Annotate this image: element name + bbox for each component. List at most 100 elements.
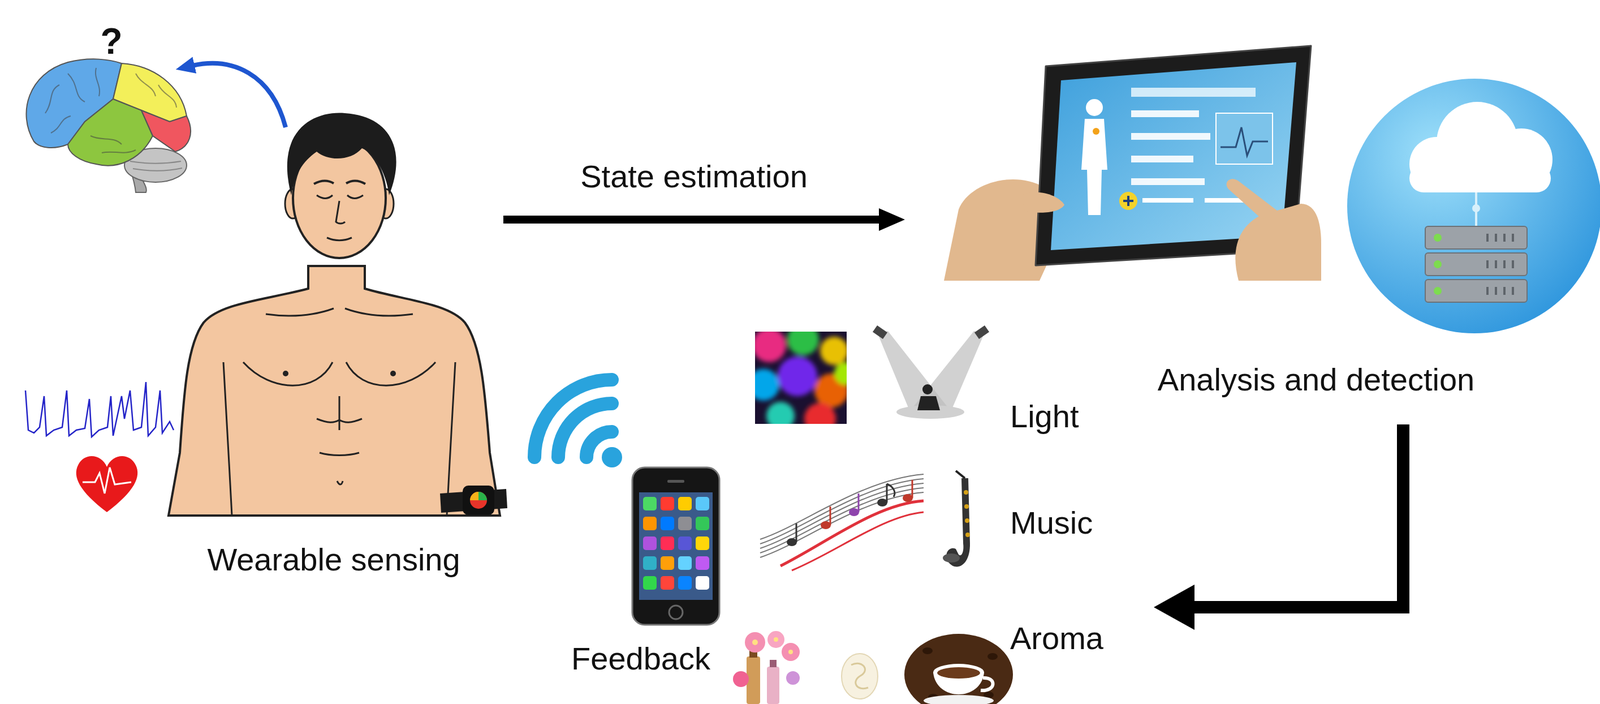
app-icon [678, 536, 692, 550]
light-picture [787, 331, 819, 356]
aroma-flowers-picture [767, 630, 785, 648]
question-mark: ? [100, 20, 123, 63]
tablet-illustration [1081, 118, 1108, 215]
spotlight-picture [867, 326, 995, 424]
aroma-flowers-picture [773, 636, 779, 642]
tablet-illustration [943, 45, 1322, 281]
tablet-illustration [1215, 113, 1273, 165]
music-notes-picture [760, 473, 924, 571]
music-notes-picture [760, 478, 924, 544]
cloud-server-icon [1347, 78, 1600, 334]
aroma-coffee-picture [987, 652, 998, 660]
wifi-icon [534, 379, 612, 457]
light-picture [755, 368, 780, 401]
ecg-trace [25, 381, 174, 437]
app-icon [695, 575, 710, 590]
saxophone-picture [964, 518, 970, 523]
illustration-region: Analysis and detection [904, 16, 1598, 425]
text-anchor: Feedback [571, 640, 711, 677]
spotlight-picture [974, 325, 990, 339]
tablet-illustration [1123, 195, 1134, 206]
spotlight-picture [917, 395, 940, 411]
app-icon [678, 496, 692, 511]
aroma-coffee-picture [980, 677, 994, 690]
aroma-coffee-picture [904, 633, 1013, 704]
music-notes-picture [820, 520, 831, 529]
light-picture [804, 402, 836, 424]
app-icon [695, 536, 710, 550]
smartwatch [440, 485, 508, 515]
aroma-flowers-picture [769, 659, 777, 667]
cloud-server-icon [1433, 286, 1442, 295]
brain-illustration [45, 67, 177, 153]
person-figure [326, 237, 352, 241]
person-figure [287, 113, 397, 196]
aroma-cream-picture [851, 662, 869, 688]
app-icon [695, 516, 710, 530]
music-notes-picture [760, 482, 924, 549]
tablet-illustration [1220, 127, 1269, 156]
app-icon [660, 555, 675, 570]
person-figure [282, 370, 289, 377]
music-notes-picture [760, 487, 924, 553]
aroma-cream-picture [841, 653, 878, 699]
aroma-coffee-picture [933, 663, 985, 681]
person-figure [335, 200, 345, 224]
illustration-region: LightMusicAromaFeedback [559, 316, 1154, 704]
aroma-flowers-picture [752, 639, 758, 645]
app-icon [678, 555, 692, 570]
light-picture [755, 331, 787, 362]
cloud-server-icon [1409, 164, 1551, 193]
wifi-icon [558, 403, 612, 457]
aroma-coffee-picture [904, 633, 1013, 704]
phone-icon [632, 467, 720, 625]
saxophone-picture [964, 503, 969, 509]
text-anchor: Wearable sensing [206, 541, 460, 578]
saxophone-picture [933, 469, 995, 577]
node-label: Music [1010, 504, 1093, 541]
aroma-flowers-picture [788, 649, 793, 654]
spotlight-picture [922, 384, 933, 395]
cloud-server-icon [1433, 260, 1442, 269]
illustration-region: Wearable sensing [164, 101, 504, 589]
pointer-arrow [192, 63, 286, 128]
app-icon [660, 496, 675, 511]
saxophone-picture [946, 477, 970, 567]
app-icon [643, 555, 657, 570]
saxophone-picture [933, 469, 995, 577]
spotlight-picture [872, 325, 888, 339]
tablet-illustration [1131, 155, 1194, 163]
light-picture [755, 331, 847, 424]
text-anchor: Music [1010, 504, 1093, 541]
music-notes-picture [786, 537, 797, 546]
music-notes-picture [780, 500, 924, 566]
aroma-coffee-picture [904, 633, 1013, 704]
light-picture [820, 336, 847, 365]
app-icon [643, 536, 657, 550]
brain-illustration [67, 98, 153, 166]
tablet-illustration [1085, 98, 1103, 116]
cloud-server-icon [1487, 233, 1513, 295]
person-figure [337, 480, 343, 485]
app-icon [643, 575, 657, 590]
person-figure [223, 361, 456, 516]
flow-arrow [1194, 424, 1404, 607]
person-figure [316, 195, 364, 198]
person-figure [243, 361, 436, 386]
heart-icon [76, 455, 138, 512]
heart-icon [82, 467, 132, 494]
node-label: Aroma [1010, 619, 1104, 657]
tablet-illustration [1235, 203, 1322, 281]
tablet-illustration [1119, 191, 1138, 210]
tablet-illustration [1131, 110, 1200, 118]
phone-icon [667, 479, 685, 483]
app-icon [678, 516, 692, 530]
person-figure [168, 113, 508, 516]
smartwatch [469, 491, 487, 509]
aroma-flowers-picture [744, 631, 766, 653]
